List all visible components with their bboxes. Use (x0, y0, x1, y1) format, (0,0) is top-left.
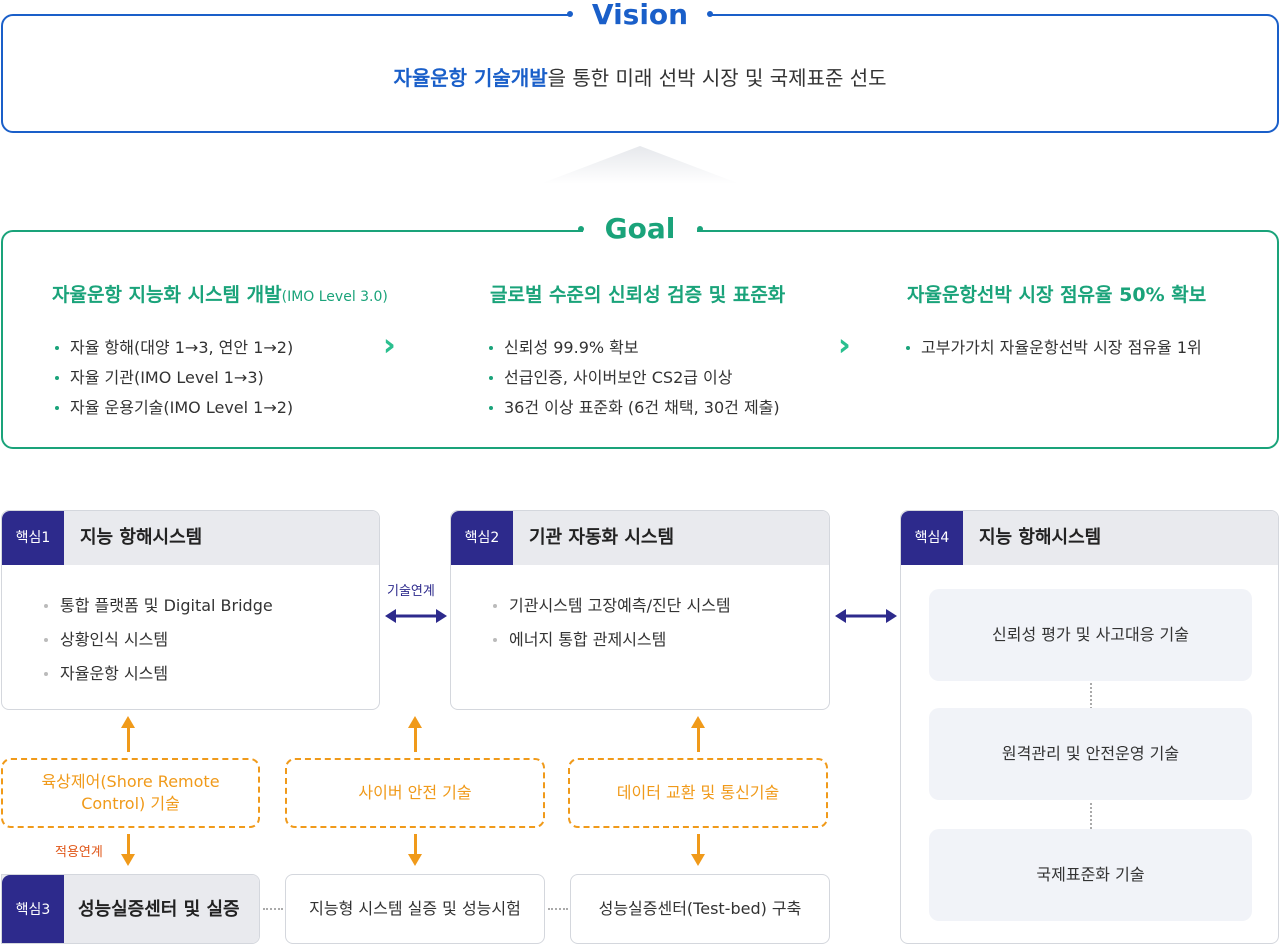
arrow-shaft (127, 726, 130, 752)
goal-item: 신뢰성 99.9% 확보 (486, 333, 785, 363)
core-item: 상황인식 시스템 (42, 623, 273, 657)
arrow-shaft (414, 834, 417, 856)
goal-item: 자율 기관(IMO Level 1→3) (52, 363, 388, 393)
arrow-shaft (697, 834, 700, 856)
vertical-dotted-connector (1090, 803, 1092, 829)
data-exchange-box: 데이터 교환 및 통신기술 (568, 758, 828, 828)
core4-card: 국제표준화 기술 (929, 829, 1252, 921)
horizontal-dotted-connector (548, 908, 568, 910)
tech-label: 사이버 안전 기술 (358, 783, 472, 802)
arrow-down-icon (121, 854, 135, 866)
arrow-up-icon (691, 716, 705, 728)
core4-card: 신뢰성 평가 및 사고대응 기술 (929, 589, 1252, 681)
intelligent-system-test-box: 지능형 시스템 실증 및 성능시험 (285, 874, 545, 944)
vision-rest: 을 통한 미래 선박 시장 및 국제표준 선도 (547, 66, 887, 90)
upward-pointer (540, 146, 740, 184)
goal-item: 자율 항해(대양 1→3, 연안 1→2) (52, 333, 388, 363)
core-title: 성능실증센터 및 실증 (78, 899, 240, 920)
double-chevron-icon: ›› (838, 328, 848, 363)
tech-link-label: 기술연계 (387, 584, 435, 599)
goal-column-2: 글로벌 수준의 신뢰성 검증 및 표준화 신뢰성 99.9% 확보 선급인증, … (489, 280, 786, 423)
goal-column-title: 글로벌 수준의 신뢰성 검증 및 표준화 (490, 284, 786, 306)
double-chevron-icon: ›› (383, 328, 393, 363)
apply-link-label: 적용연계 (55, 845, 103, 860)
arrow-shaft (697, 726, 700, 752)
goal-column-3: 자율운항선박 시장 점유율 50% 확보 고부가가치 자율운항선박 시장 점유율… (906, 280, 1207, 363)
core-item: 통합 플랫폼 및 Digital Bridge (42, 589, 273, 623)
core4-box: 핵심4 지능 항해시스템 신뢰성 평가 및 사고대응 기술 원격관리 및 안전운… (900, 510, 1279, 944)
core4-card: 원격관리 및 안전운영 기술 (929, 708, 1252, 800)
core-title: 지능 항해시스템 (80, 527, 203, 548)
core1-box: 핵심1 지능 항해시스템 통합 플랫폼 및 Digital Bridge 상황인… (1, 510, 380, 710)
arrow-down-icon (408, 854, 422, 866)
core-header (901, 511, 1278, 565)
goal-column-title: 자율운항 지능화 시스템 개발(IMO Level 3.0) (52, 284, 388, 306)
tech-label: 데이터 교환 및 통신기술 (616, 783, 780, 802)
core-item: 자율운항 시스템 (42, 657, 273, 691)
bottom-label: 성능실증센터(Test-bed) 구축 (598, 899, 802, 918)
bidirectional-arrow-icon (385, 609, 447, 623)
core-title: 기관 자동화 시스템 (529, 527, 675, 548)
vision-title: Vision (0, 0, 1280, 31)
core-badge: 핵심2 (451, 511, 513, 565)
goal-item: 고부가가치 자율운항선박 시장 점유율 1위 (903, 333, 1206, 363)
cyber-safety-box: 사이버 안전 기술 (285, 758, 545, 828)
core-item: 기관시스템 고장예측/진단 시스템 (491, 589, 731, 623)
goal-title: Goal (0, 212, 1280, 246)
arrow-up-icon (121, 716, 135, 728)
core-badge: 핵심4 (901, 511, 963, 565)
arrow-shaft (414, 726, 417, 752)
goal-item: 36건 이상 표준화 (6건 채택, 30건 제출) (486, 393, 785, 423)
vision-highlight: 자율운항 기술개발 (393, 66, 548, 90)
goal-item: 자율 운용기술(IMO Level 1→2) (52, 393, 388, 423)
core3-box: 핵심3 성능실증센터 및 실증 (1, 874, 260, 944)
core-header (451, 511, 829, 565)
arrow-up-icon (408, 716, 422, 728)
core2-box: 핵심2 기관 자동화 시스템 기관시스템 고장예측/진단 시스템 에너지 통합 … (450, 510, 830, 710)
core-title: 지능 항해시스템 (979, 527, 1102, 548)
arrow-shaft (127, 834, 130, 856)
vision-dot-left (567, 11, 573, 17)
bottom-label: 지능형 시스템 실증 및 성능시험 (309, 899, 521, 918)
core-item: 에너지 통합 관제시스템 (491, 623, 731, 657)
tech-label-line: 육상제어(Shore Remote (41, 772, 220, 791)
core-header (2, 511, 379, 565)
vertical-dotted-connector (1090, 683, 1092, 709)
goal-dot-right (697, 226, 703, 232)
tech-label-line: Control) 기술 (81, 794, 180, 813)
arrow-down-icon (691, 854, 705, 866)
goal-item: 선급인증, 사이버보안 CS2급 이상 (486, 363, 785, 393)
vision-dot-right (707, 11, 713, 17)
goal-dot-left (578, 226, 584, 232)
horizontal-dotted-connector (263, 908, 283, 910)
goal-column-1: 자율운항 지능화 시스템 개발(IMO Level 3.0) 자율 항해(대양 … (52, 280, 388, 423)
testbed-box: 성능실증센터(Test-bed) 구축 (570, 874, 830, 944)
core-badge: 핵심1 (2, 511, 64, 565)
vision-statement: 자율운항 기술개발을 통한 미래 선박 시장 및 국제표준 선도 (0, 62, 1280, 91)
goal-column-title: 자율운항선박 시장 점유율 50% 확보 (907, 284, 1207, 306)
bidirectional-arrow-icon (835, 609, 897, 623)
core-badge: 핵심3 (2, 875, 64, 943)
